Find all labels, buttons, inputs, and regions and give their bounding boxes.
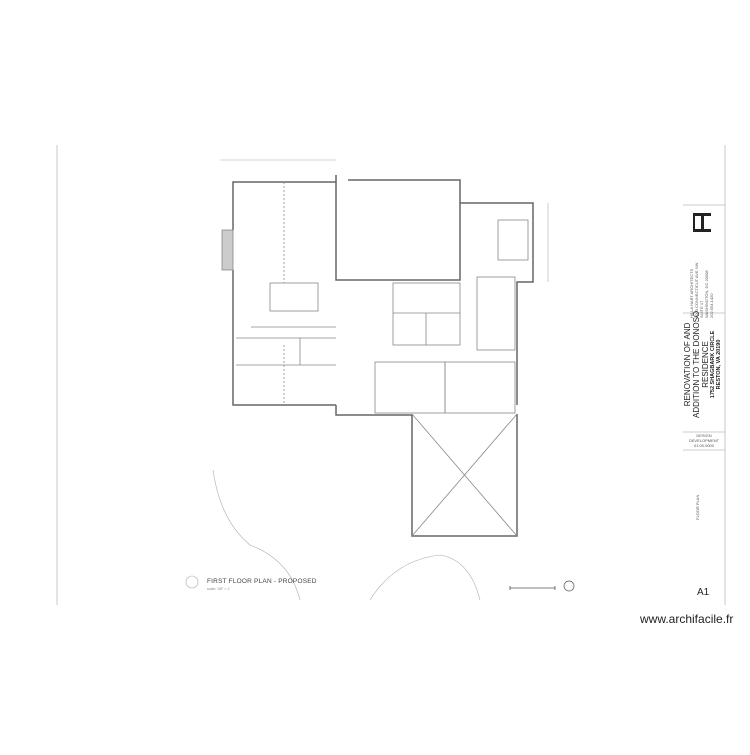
interior-walls xyxy=(221,182,529,537)
project-title: RENOVATION OF AND ADDITION TO THE DONOSO… xyxy=(683,311,722,418)
drawing-name: FLOOR PLAN xyxy=(695,494,700,520)
address-line: RESTON, VA 20190 xyxy=(716,339,722,390)
plan-scale: scale: 1/8" = 1' xyxy=(207,587,230,591)
phase-info: DESIGN DEVELOPMENT 01.00.0000 xyxy=(684,433,724,448)
plan-title: FIRST FLOOR PLAN - PROPOSED xyxy=(207,578,317,585)
watermark-link[interactable]: www.archifacile.fr xyxy=(640,612,734,626)
firm-info: HILLA HART ARCHITECTS 3000 CONNECTICUT A… xyxy=(689,263,714,318)
site-lines xyxy=(212,159,549,601)
bath-block xyxy=(392,282,461,346)
project-title-line: RESIDENCE xyxy=(701,341,710,388)
section-marker-icon xyxy=(185,575,199,589)
firm-logo xyxy=(693,213,711,232)
scale-bar xyxy=(509,586,556,590)
fireplace xyxy=(221,229,234,271)
bedroom-3 xyxy=(444,361,516,414)
sheet-number: A1 xyxy=(697,587,710,598)
phase-line: 01.00.0000 xyxy=(693,443,715,448)
north-arrow-icon xyxy=(563,580,575,592)
project-title-line: ADDITION TO THE DONOSO xyxy=(692,310,701,418)
phase-line: DEVELOPMENT xyxy=(688,438,720,443)
bedroom-2 xyxy=(374,361,446,414)
firm-line: 202.554.1420 xyxy=(709,293,714,318)
bedroom-block xyxy=(476,276,516,351)
kitchen-island xyxy=(269,282,319,312)
exterior-walls xyxy=(232,175,534,537)
phase-line: DESIGN xyxy=(696,433,712,438)
project-title-line: RENOVATION OF AND xyxy=(683,322,692,407)
